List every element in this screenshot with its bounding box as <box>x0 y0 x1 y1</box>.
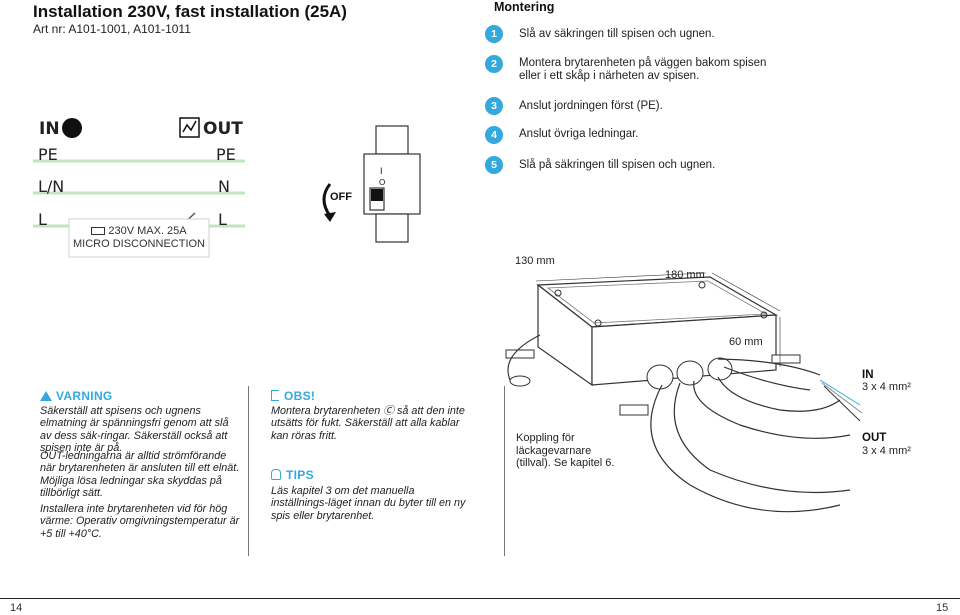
fuse-icon <box>91 227 106 236</box>
warning-header: VARNING <box>40 387 113 405</box>
lightbulb-icon <box>271 469 281 480</box>
in-dot-icon <box>62 118 82 138</box>
step-5-number: 5 <box>485 156 503 174</box>
page-number-right: 15 <box>936 602 949 614</box>
article-number: Art nr: A101-1001, A101-1011 <box>33 22 191 36</box>
box-out-label: OUT <box>862 432 887 444</box>
footer-rule <box>0 598 960 599</box>
step-5-text: Slå på säkringen till spisen och ugnen. <box>519 159 716 171</box>
flag-icon <box>271 390 279 401</box>
junction-box-illustration <box>505 272 863 513</box>
in-label: IN <box>39 119 60 139</box>
box-out-cable: 3 x 4 mm² <box>862 445 911 457</box>
step-2-text: Montera brytarenheten på väggen bakom sp… <box>519 57 767 82</box>
tips-text: Läs kapitel 3 om det manuella inställnin… <box>271 485 466 522</box>
step-3-text: Anslut jordningen först (PE). <box>519 100 663 112</box>
obs-text: Montera brytarenheten Ⓒ så att den inte … <box>271 405 465 442</box>
warning-text-1: Säkerställ att spisens och ugnens elmatn… <box>40 405 229 455</box>
on-mark: I <box>380 166 383 176</box>
step-3-number: 3 <box>485 97 503 115</box>
warning-heading: VARNING <box>56 389 113 403</box>
step-1-text: Slå av säkringen till spisen och ugnen. <box>519 28 715 40</box>
step-4-number: 4 <box>485 126 503 144</box>
switch-type: MICRO DISCONNECTION <box>73 238 205 250</box>
switch-rating: 230V MAX. 25A <box>108 225 187 237</box>
dim-width: 180 mm <box>665 269 705 281</box>
dim-height: 60 mm <box>729 336 763 348</box>
left-wire-l: L <box>38 210 47 229</box>
obs-header: OBS! <box>271 387 315 405</box>
step-1-number: 1 <box>485 25 503 43</box>
montering-heading: Montering <box>494 0 555 14</box>
warning-text-2: OUT-ledningarna är alltid strömförande n… <box>40 450 240 500</box>
obs-heading: OBS! <box>284 389 316 403</box>
wiring-lines <box>33 117 245 258</box>
right-wire-pe: PE <box>216 145 236 164</box>
notes-divider <box>504 386 505 556</box>
left-wire-pe: PE <box>38 145 58 164</box>
dim-depth: 130 mm <box>515 255 555 267</box>
right-wire-l: L <box>218 210 227 229</box>
box-in-cable: 3 x 4 mm² <box>862 381 911 393</box>
right-wire-n: N <box>218 177 230 196</box>
off-arrow-icon <box>317 184 339 224</box>
breaker-illustration: OFF I O <box>312 124 442 246</box>
tips-header: TIPS <box>271 466 314 484</box>
out-label: OUT <box>203 119 243 139</box>
page-title: Installation 230V, fast installation (25… <box>33 2 347 21</box>
warning-text-3: Installera inte brytarenheten vid för hö… <box>40 503 240 540</box>
wave-icon <box>180 118 199 137</box>
step-2-number: 2 <box>485 55 503 73</box>
page-number-left: 14 <box>10 602 23 614</box>
wiring-diagram: IN OUT PE L/N L PE N L 230V MAX. 25A MIC… <box>33 108 245 258</box>
warning-divider <box>248 386 249 556</box>
switch-label: 230V MAX. 25A MICRO DISCONNECTION <box>73 225 205 251</box>
left-wire-ln: L/N <box>38 177 65 196</box>
box-in-label: IN <box>862 369 874 381</box>
off-label: OFF <box>330 191 352 203</box>
leak-sensor-text: Koppling för läckagevarnare (tillval). S… <box>516 432 615 469</box>
off-mark: O <box>379 178 386 187</box>
warning-icon <box>40 391 52 401</box>
step-4-text: Anslut övriga ledningar. <box>519 128 639 140</box>
tips-heading: TIPS <box>286 468 314 482</box>
